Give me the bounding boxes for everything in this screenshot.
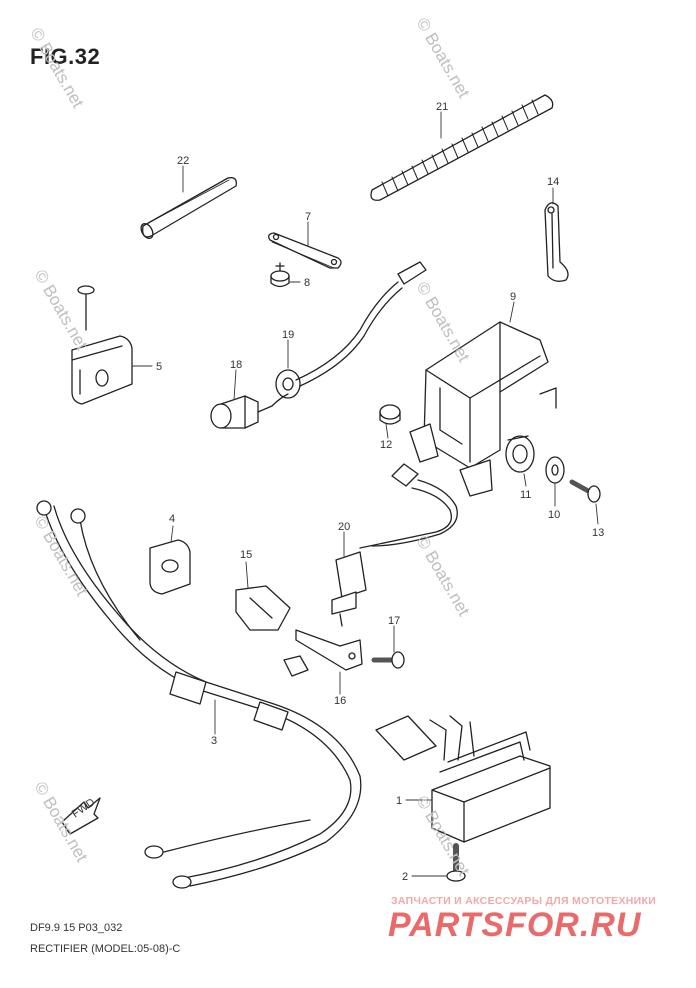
part-16-bracket[interactable] bbox=[283, 629, 363, 677]
callout-15: 15 bbox=[240, 549, 252, 561]
callout-22: 22 bbox=[177, 155, 189, 167]
callout-14: 14 bbox=[547, 176, 559, 188]
shop-logo[interactable]: PARTSFOR.RU bbox=[388, 906, 642, 944]
callout-10: 10 bbox=[548, 509, 560, 521]
watermark: © Boats.net bbox=[27, 25, 88, 112]
callout-13: 13 bbox=[592, 527, 604, 539]
callout-21: 21 bbox=[436, 101, 448, 113]
watermark: © Boats.net bbox=[413, 15, 474, 102]
callout-9: 9 bbox=[510, 291, 516, 303]
part-11-grommet[interactable] bbox=[505, 435, 535, 473]
callout-4: 4 bbox=[169, 513, 175, 525]
callout-17: 17 bbox=[388, 615, 400, 627]
part-2-bolt[interactable] bbox=[446, 843, 466, 882]
part-13-bolt[interactable] bbox=[569, 479, 601, 503]
callout-16: 16 bbox=[334, 695, 346, 707]
part-7-bracket[interactable] bbox=[268, 232, 342, 269]
callout-18: 18 bbox=[230, 359, 242, 371]
figure-caption: RECTIFIER (MODEL:05-08)-C bbox=[30, 943, 181, 955]
part-12-cap[interactable] bbox=[379, 404, 401, 425]
part-20-switch[interactable] bbox=[331, 463, 458, 627]
part-10-washer[interactable] bbox=[545, 456, 565, 484]
part-18-lamp[interactable] bbox=[210, 395, 273, 429]
part-19-grommet[interactable] bbox=[271, 261, 427, 407]
callout-1: 1 bbox=[396, 795, 402, 807]
callout-2: 2 bbox=[402, 871, 408, 883]
part-5-clamp[interactable] bbox=[71, 285, 133, 405]
shop-tagline: ЗАПЧАСТИ И АКСЕССУАРЫ ДЛЯ МОТОТЕХНИКИ bbox=[391, 895, 657, 907]
part-3-harness[interactable] bbox=[36, 500, 362, 889]
part-17-bolt[interactable] bbox=[371, 651, 405, 669]
part-14-clamp[interactable] bbox=[544, 202, 569, 282]
watermark: © Boats.net bbox=[31, 267, 92, 354]
callout-11: 11 bbox=[520, 489, 531, 501]
part-4-grommet[interactable] bbox=[149, 539, 191, 595]
watermark: © Boats.net bbox=[413, 279, 474, 366]
part-8-screw[interactable] bbox=[270, 262, 290, 288]
callout-5: 5 bbox=[156, 361, 162, 373]
callout-12: 12 bbox=[380, 439, 392, 451]
fwd-arrow-icon bbox=[61, 797, 101, 835]
callout-3: 3 bbox=[211, 735, 217, 747]
part-9-bracket[interactable] bbox=[409, 321, 557, 497]
callout-7: 7 bbox=[305, 211, 311, 223]
part-1-rectifier[interactable] bbox=[375, 715, 551, 843]
part-22-tube[interactable] bbox=[139, 177, 237, 241]
figure-title: FIG.32 bbox=[30, 44, 101, 69]
callout-8: 8 bbox=[304, 277, 310, 289]
watermark: © Boats.net bbox=[413, 533, 474, 620]
part-21-spiral-tube[interactable] bbox=[370, 94, 554, 201]
drawing-code: DF9.9 15 P03_032 bbox=[30, 922, 123, 934]
callout-20: 20 bbox=[338, 521, 350, 533]
part-15-cover[interactable] bbox=[235, 585, 291, 631]
callout-19: 19 bbox=[282, 329, 294, 341]
